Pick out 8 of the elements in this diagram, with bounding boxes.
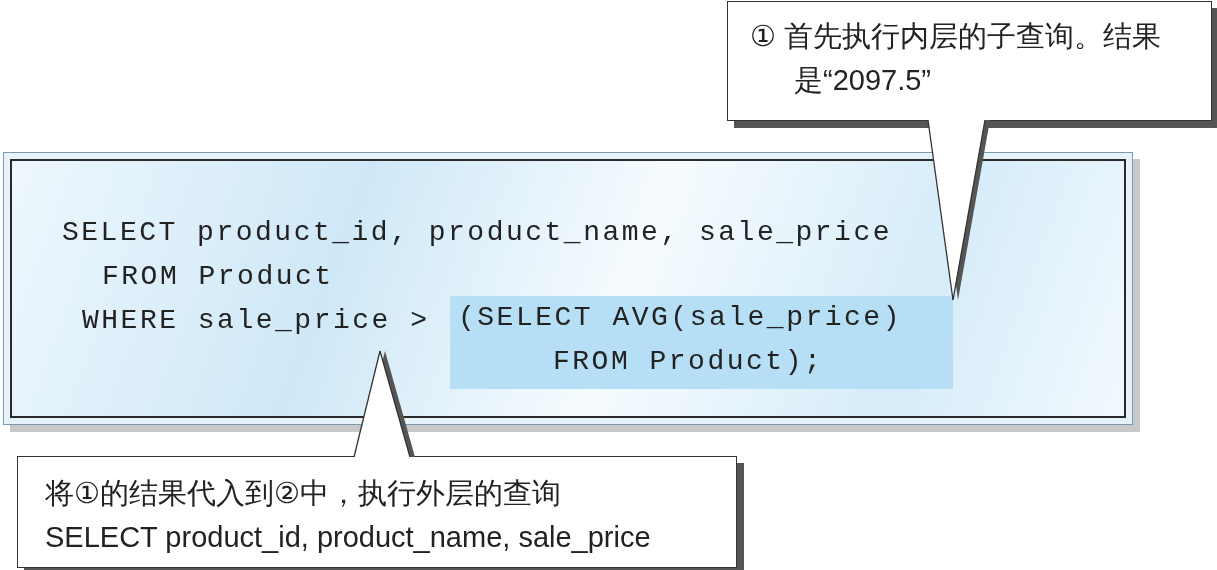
- callout-text: SELECT product_id, product_name, sale_price: [45, 520, 651, 555]
- code-line: SELECT product_id, product_name, sale_price: [62, 216, 893, 250]
- callout-text: ① 首先执行内层的子查询。结果是“2097.5”: [750, 19, 1163, 98]
- code-line: WHERE sale_price >: [82, 304, 430, 338]
- code-line: (SELECT AVG(sale_price) FROM Product);: [458, 301, 903, 379]
- highlighted-subquery: [450, 296, 953, 389]
- callout-text: 将①的结果代入到②中，执行外层的查询: [45, 476, 561, 511]
- code-line: FROM Product: [102, 260, 334, 294]
